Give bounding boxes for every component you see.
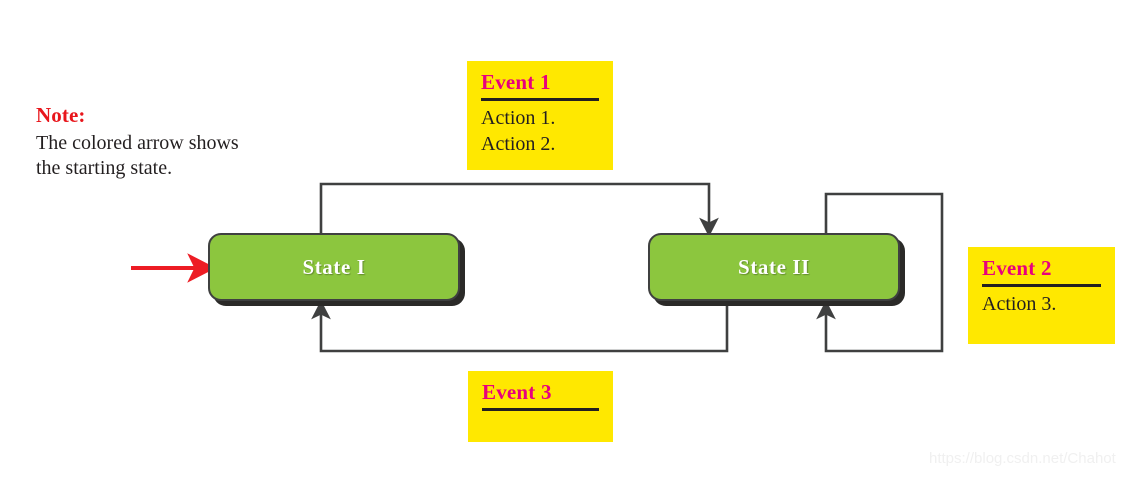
event-title: Event 3	[482, 380, 552, 404]
state-node-state-1[interactable]: State I	[208, 233, 460, 301]
transition-path-event-3	[311, 300, 729, 353]
state-node-state-2[interactable]: State II	[648, 233, 900, 301]
state-node-label: State II	[738, 254, 810, 279]
event-label-box-event-3[interactable]: Event 3	[468, 371, 613, 442]
event-title: Event 1	[481, 70, 551, 94]
event-title: Event 2	[982, 256, 1052, 280]
state-node-label: State I	[302, 254, 366, 279]
transition-path-event-1	[319, 182, 719, 237]
note-body: The colored arrow shows the starting sta…	[36, 131, 239, 180]
event-divider	[982, 284, 1101, 288]
note-block: Note: The colored arrow shows the starti…	[36, 103, 251, 182]
note-title: Note:	[36, 103, 86, 127]
event-divider	[482, 408, 599, 412]
event-label-box-event-1[interactable]: Event 1 Action 1. Action 2.	[467, 61, 613, 170]
event-divider	[481, 98, 599, 102]
watermark: https://blog.csdn.net/Chahot	[929, 450, 1116, 467]
event-label-box-event-2[interactable]: Event 2 Action 3.	[968, 247, 1115, 344]
event-actions: Action 1. Action 2.	[481, 107, 556, 155]
event-actions: Action 3.	[982, 293, 1057, 316]
